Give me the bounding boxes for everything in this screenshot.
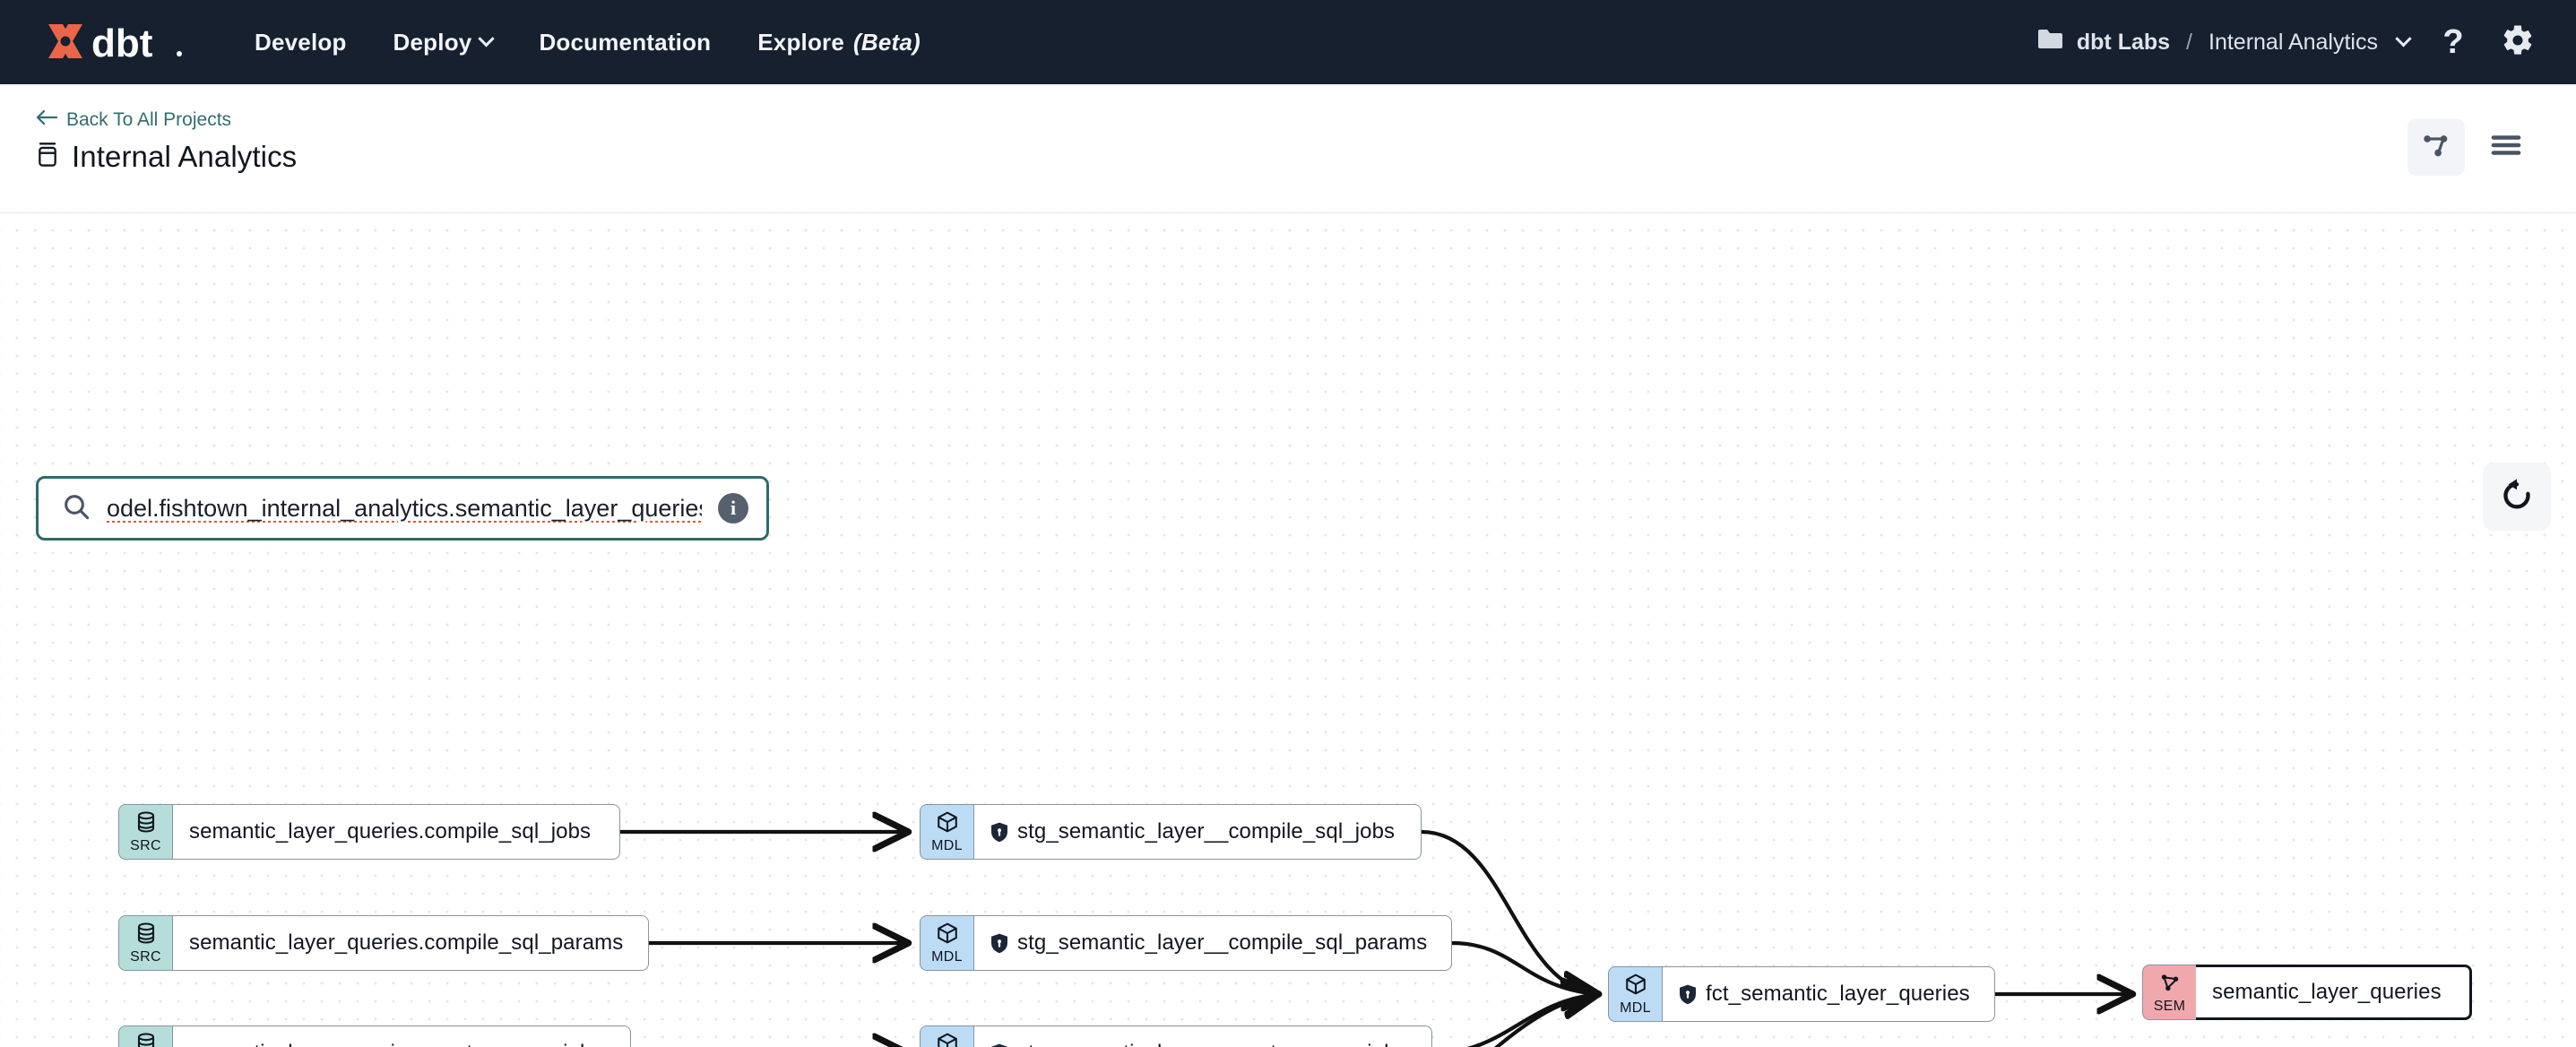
shield-icon xyxy=(1679,984,1697,1005)
node-label: fct_semantic_layer_queries xyxy=(1706,982,1970,1006)
reset-view-icon xyxy=(2499,477,2535,517)
cube-icon xyxy=(936,1032,959,1047)
page-title-row: Internal Analytics xyxy=(36,140,297,174)
node-body[interactable]: semantic_layer_queries.compile_sql_jobs xyxy=(172,804,620,860)
nav-link-explore-beta-tag: (Beta) xyxy=(853,28,921,56)
chevron-down-icon xyxy=(2395,30,2412,47)
node-type-badge-mdl: MDL xyxy=(920,915,973,971)
lineage-node-mdl-stg-compile-sql-params[interactable]: MDL stg_semantic_layer__compile_sql_para… xyxy=(920,915,1452,971)
help-button[interactable]: ? xyxy=(2433,22,2474,63)
node-body[interactable]: fct_semantic_layer_queries xyxy=(1662,966,1995,1022)
lineage-graph-canvas[interactable]: odel.fishtown_internal_analytics.semanti… xyxy=(0,213,2576,1047)
node-type-badge-mdl: MDL xyxy=(920,804,973,860)
reset-view-button[interactable] xyxy=(2483,463,2551,531)
node-type-badge-sem: SEM xyxy=(2142,965,2196,1020)
folder-icon xyxy=(2037,28,2064,57)
node-label: semantic_layer_queries.compile_sql_jobs xyxy=(189,819,592,844)
breadcrumb-separator: / xyxy=(2186,29,2192,55)
project-sub-header: Back To All Projects Internal Analytics xyxy=(0,84,2576,213)
lineage-edges xyxy=(620,213,2576,1047)
nav-link-documentation[interactable]: Documentation xyxy=(539,29,711,56)
question-mark-icon: ? xyxy=(2442,23,2464,61)
cube-icon xyxy=(936,810,959,838)
cube-icon xyxy=(936,922,959,949)
dbt-logo[interactable]: dbt xyxy=(43,19,195,65)
account-project-breadcrumb[interactable]: dbt Labs / Internal Analytics xyxy=(2037,28,2412,57)
back-to-all-projects-link[interactable]: Back To All Projects xyxy=(36,109,297,131)
page-title: Internal Analytics xyxy=(72,140,298,173)
node-type-badge-mdl: MDL xyxy=(1608,966,1662,1022)
database-icon xyxy=(134,922,158,949)
shield-icon xyxy=(990,933,1008,954)
top-navigation-bar: dbt Develop Deploy Documentation Explore… xyxy=(0,0,2576,84)
svg-text:dbt: dbt xyxy=(91,22,153,65)
sub-header-actions xyxy=(2407,102,2535,176)
shield-icon xyxy=(990,822,1008,843)
nav-link-documentation-label: Documentation xyxy=(539,28,712,56)
node-body[interactable]: stg_semantic_layer__compile_sql_jobs xyxy=(973,804,1422,860)
node-body[interactable]: semantic_layer_queries.create_query_jobs xyxy=(172,1025,631,1047)
nav-link-deploy[interactable]: Deploy xyxy=(393,28,496,56)
lineage-view-button[interactable] xyxy=(2407,118,2465,176)
primary-nav-links: Develop Deploy Documentation Explore (Be… xyxy=(255,29,921,56)
node-label: semantic_layer_queries xyxy=(2212,980,2442,1004)
database-icon xyxy=(134,810,158,838)
chevron-down-icon xyxy=(478,30,496,47)
lineage-node-src-create-query-jobs[interactable]: SRC semantic_layer_queries.create_query_… xyxy=(118,1025,631,1047)
search-icon xyxy=(62,492,91,525)
cube-icon xyxy=(1624,973,1647,1000)
node-type-badge-src: SRC xyxy=(118,804,172,860)
node-label: semantic_layer_queries.compile_sql_param… xyxy=(189,930,624,955)
node-body[interactable]: semantic_layer_queries.compile_sql_param… xyxy=(172,915,649,971)
node-label: stg_semantic_layer__create_query_jobs xyxy=(1017,1041,1407,1047)
nav-link-deploy-label: Deploy xyxy=(393,28,472,56)
lineage-node-sem-semantic-layer-queries[interactable]: SEM semantic_layer_queries xyxy=(2142,965,2472,1020)
node-type-label: SEM xyxy=(2153,999,2186,1014)
project-database-icon xyxy=(36,142,59,173)
shield-icon xyxy=(990,1043,1008,1047)
database-icon xyxy=(134,1032,158,1047)
lineage-graph-icon xyxy=(2421,130,2451,165)
node-label: stg_semantic_layer__compile_sql_params xyxy=(1017,930,1428,955)
settings-button[interactable] xyxy=(2497,22,2538,63)
menu-button[interactable] xyxy=(2477,118,2535,176)
lineage-node-src-compile-sql-params[interactable]: SRC semantic_layer_queries.compile_sql_p… xyxy=(118,915,649,971)
nav-link-develop[interactable]: Develop xyxy=(255,29,347,56)
info-icon[interactable]: i xyxy=(718,493,748,524)
search-input[interactable]: odel.fishtown_internal_analytics.semanti… xyxy=(107,494,702,522)
nav-link-develop-label: Develop xyxy=(255,28,347,56)
nav-right-cluster: dbt Labs / Internal Analytics ? xyxy=(2037,22,2538,63)
node-body[interactable]: stg_semantic_layer__create_query_jobs xyxy=(973,1025,1432,1047)
node-body[interactable]: stg_semantic_layer__compile_sql_params xyxy=(973,915,1452,971)
semantic-graph-icon xyxy=(2158,971,2182,999)
node-label: stg_semantic_layer__compile_sql_jobs xyxy=(1017,819,1396,844)
lineage-node-mdl-fct-semantic-layer-queries[interactable]: MDL fct_semantic_layer_queries xyxy=(1608,966,1995,1022)
nav-link-explore[interactable]: Explore (Beta) xyxy=(757,29,921,56)
node-type-badge-mdl: MDL xyxy=(920,1025,973,1047)
lineage-node-mdl-stg-compile-sql-jobs[interactable]: MDL stg_semantic_layer__compile_sql_jobs xyxy=(920,804,1422,860)
lineage-node-src-compile-sql-jobs[interactable]: SRC semantic_layer_queries.compile_sql_j… xyxy=(118,804,620,860)
node-type-label: MDL xyxy=(931,838,963,853)
node-label: semantic_layer_queries.create_query_jobs xyxy=(189,1041,603,1047)
node-type-badge-src: SRC xyxy=(118,915,172,971)
sub-header-left: Back To All Projects Internal Analytics xyxy=(36,102,297,174)
lineage-node-mdl-stg-create-query-jobs[interactable]: MDL stg_semantic_layer__create_query_job… xyxy=(920,1025,1432,1047)
node-type-badge-src: SRC xyxy=(118,1025,172,1047)
hamburger-menu-icon xyxy=(2491,132,2521,163)
lineage-search-box[interactable]: odel.fishtown_internal_analytics.semanti… xyxy=(36,476,769,541)
gear-icon xyxy=(2501,23,2535,62)
node-type-label: SRC xyxy=(130,949,161,965)
node-type-label: MDL xyxy=(1620,1000,1651,1016)
project-name: Internal Analytics xyxy=(2209,29,2378,55)
org-name: dbt Labs xyxy=(2076,29,2171,55)
node-type-label: SRC xyxy=(130,838,161,853)
nav-link-explore-label: Explore xyxy=(757,28,845,56)
node-type-label: MDL xyxy=(931,949,963,965)
back-link-label: Back To All Projects xyxy=(66,109,232,130)
arrow-left-icon xyxy=(36,109,58,131)
node-body[interactable]: semantic_layer_queries xyxy=(2196,965,2472,1020)
